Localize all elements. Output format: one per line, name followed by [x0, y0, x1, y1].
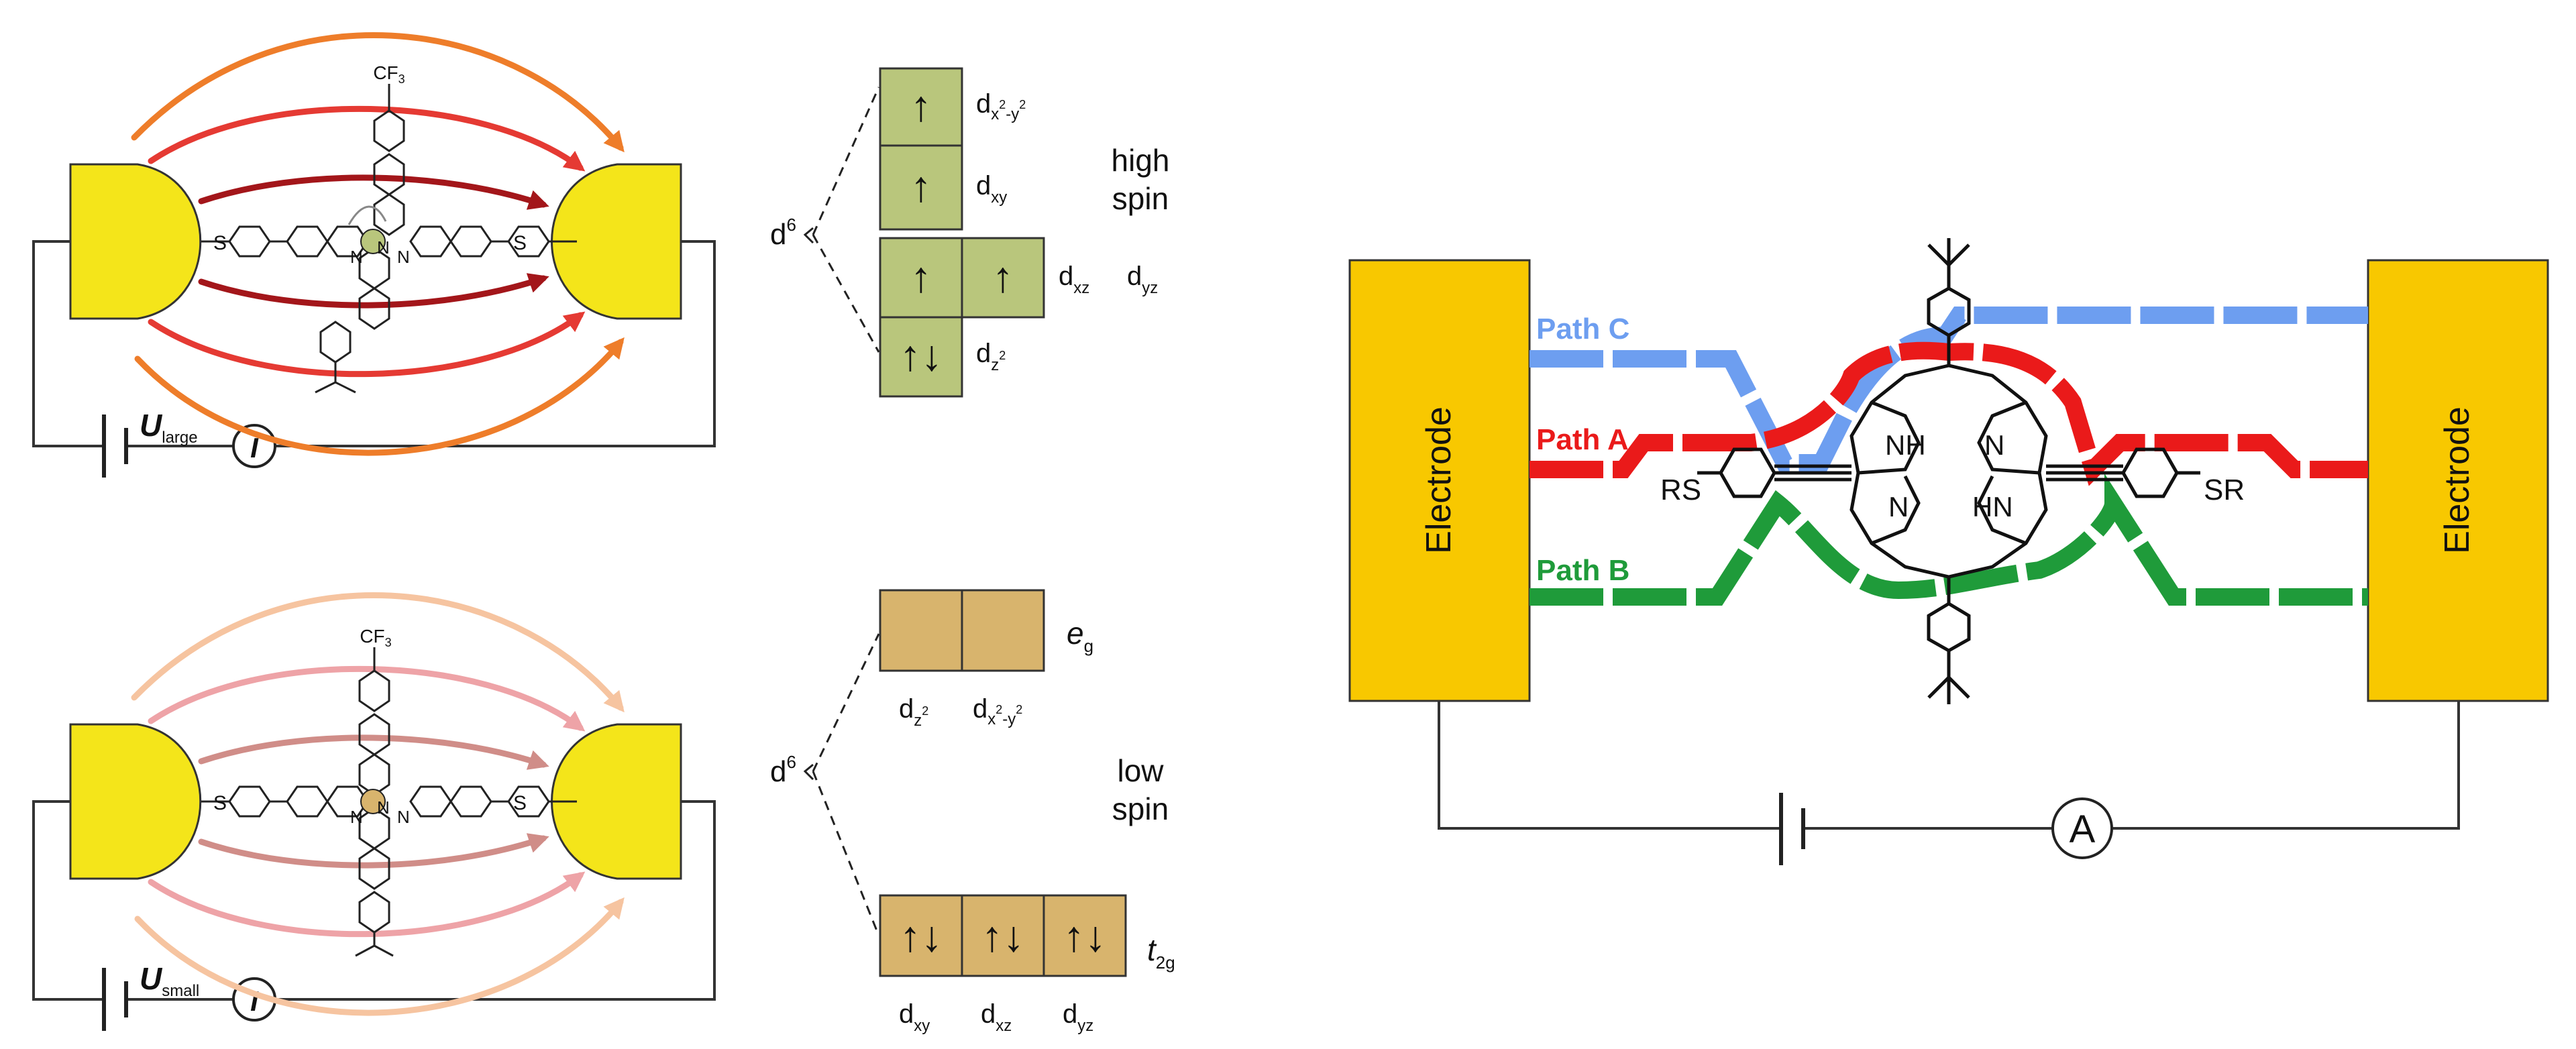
battery-top [102, 415, 128, 478]
ammeter [2051, 797, 2113, 859]
spin-state-low-line2: spin [1112, 791, 1169, 826]
n-left-top: N [350, 247, 363, 267]
path-b-label: Path B [1536, 554, 1629, 587]
electrode-right-bottom [551, 723, 682, 880]
porphyrin-junction: A Electrode Electrode [1348, 238, 2549, 865]
spin-state-high-line1: high [1112, 143, 1170, 178]
circuit-wires-bottom [32, 800, 716, 1001]
d6-label-high: d6 [770, 215, 796, 251]
spin-x2y2-high: ↑ [910, 82, 932, 130]
spin-xy-low: ↑↓ [900, 912, 943, 960]
level-diagram-low-spin: d6 dz2 dx2-y2 eg low spin ↑↓ ↑↓ ↑↓ t2g d… [770, 589, 1175, 1035]
spin-state-high-line2: spin [1112, 181, 1169, 216]
orbital-box-x2y2-low [961, 589, 1045, 672]
electrode-left-porphyrin [1348, 259, 1531, 702]
label-z2-high: dz2 [976, 339, 1006, 374]
n-left-bottom: N [350, 807, 363, 827]
level-diagram-high-spin: d6 ↑ ↑ ↑ ↑ ↑↓ dx2-y2 dxy dxz dyz dz2 hig… [770, 67, 1170, 398]
label-x2y2-low: dx2-y2 [973, 694, 1022, 728]
electrode-right-top [551, 163, 682, 320]
metal-ion-bottom [360, 789, 386, 814]
spin-state-low-line1: low [1117, 753, 1164, 788]
label-z2-low: dz2 [899, 694, 928, 730]
label-x2y2-high: dx2-y2 [976, 89, 1026, 123]
orbital-box-xz-low [961, 894, 1045, 977]
s-left-top: S [213, 232, 227, 254]
spin-xz-high: ↑ [910, 253, 932, 301]
spin-xz-low: ↑↓ [981, 912, 1024, 960]
electrode-left-top [69, 163, 202, 320]
transport-arrows-top [131, 32, 625, 456]
cf3-label-bottom: CF3 [360, 626, 391, 649]
spin-z2-high: ↑↓ [900, 331, 943, 380]
cf3-label-top: CF3 [373, 62, 405, 86]
s-right-top: S [513, 232, 527, 254]
path-c-label: Path C [1536, 313, 1629, 345]
rs-label: RS [1660, 474, 1701, 506]
electrode-right-label: Electrode [2438, 406, 2477, 554]
path-b-line [1529, 473, 2368, 606]
orbital-box-xy-high [879, 144, 963, 231]
orbital-box-yz-high [961, 237, 1045, 319]
junction-top: I Ularge [32, 32, 716, 478]
label-xy-low: dxy [899, 999, 930, 1035]
orbital-box-z2-low [879, 589, 963, 672]
transport-arrows-bottom [131, 592, 625, 1016]
n-center-top: N [377, 237, 390, 258]
path-a-label: Path A [1536, 423, 1629, 456]
spin-yz-high: ↑ [992, 253, 1014, 301]
hn-label: HN [1972, 491, 2013, 522]
meter-label-top: I [250, 432, 259, 463]
s-right-bottom: S [513, 792, 527, 814]
bracket-low [803, 763, 814, 781]
spin-xy-high: ↑ [910, 162, 932, 211]
battery-bottom [102, 968, 128, 1031]
circuit-wires-top [32, 240, 716, 447]
orbital-box-xz-high [879, 237, 963, 319]
label-eg-low: eg [1067, 616, 1093, 656]
electrode-right-porphyrin [2367, 259, 2549, 702]
circuit-wires-porphyrin [1438, 701, 2460, 830]
n-right-bottom: N [397, 807, 410, 827]
spin-yz-low: ↑↓ [1063, 912, 1106, 960]
orbital-box-yz-low [1042, 894, 1127, 977]
electrode-left-label: Electrode [1419, 406, 1458, 554]
label-xz-high: dxz [1059, 262, 1089, 297]
voltage-label-top: Ularge [140, 408, 198, 447]
junction-bottom: I Usmall [32, 592, 716, 1031]
n-center-bottom: N [377, 797, 390, 818]
label-xy-high: dxy [976, 171, 1007, 207]
voltage-label-bottom: Usmall [140, 961, 199, 1000]
nh-label: NH [1885, 429, 1926, 461]
d6-label-low: d6 [770, 752, 796, 788]
bracket-high [803, 227, 814, 244]
electrode-left-bottom [69, 723, 202, 880]
label-yz-low: dyz [1063, 999, 1093, 1035]
n-right-label: N [1984, 429, 2004, 461]
label-xz-low: dxz [981, 999, 1012, 1035]
metal-ion-top [360, 229, 386, 254]
s-left-bottom: S [213, 792, 227, 814]
ammeter-label: A [2070, 808, 2096, 851]
n-left-label: N [1888, 491, 1909, 522]
orbital-box-z2-high [879, 316, 963, 398]
orbital-box-x2y2-high [879, 67, 963, 147]
n-right-top: N [397, 247, 410, 267]
battery-porphyrin [1779, 793, 1805, 865]
porphyrin-molecule [1697, 238, 2200, 704]
path-a-line [1529, 341, 2368, 486]
sr-label: SR [2204, 474, 2245, 506]
label-t2g-low: t2g [1147, 932, 1175, 973]
label-yz-high: dyz [1127, 262, 1158, 297]
